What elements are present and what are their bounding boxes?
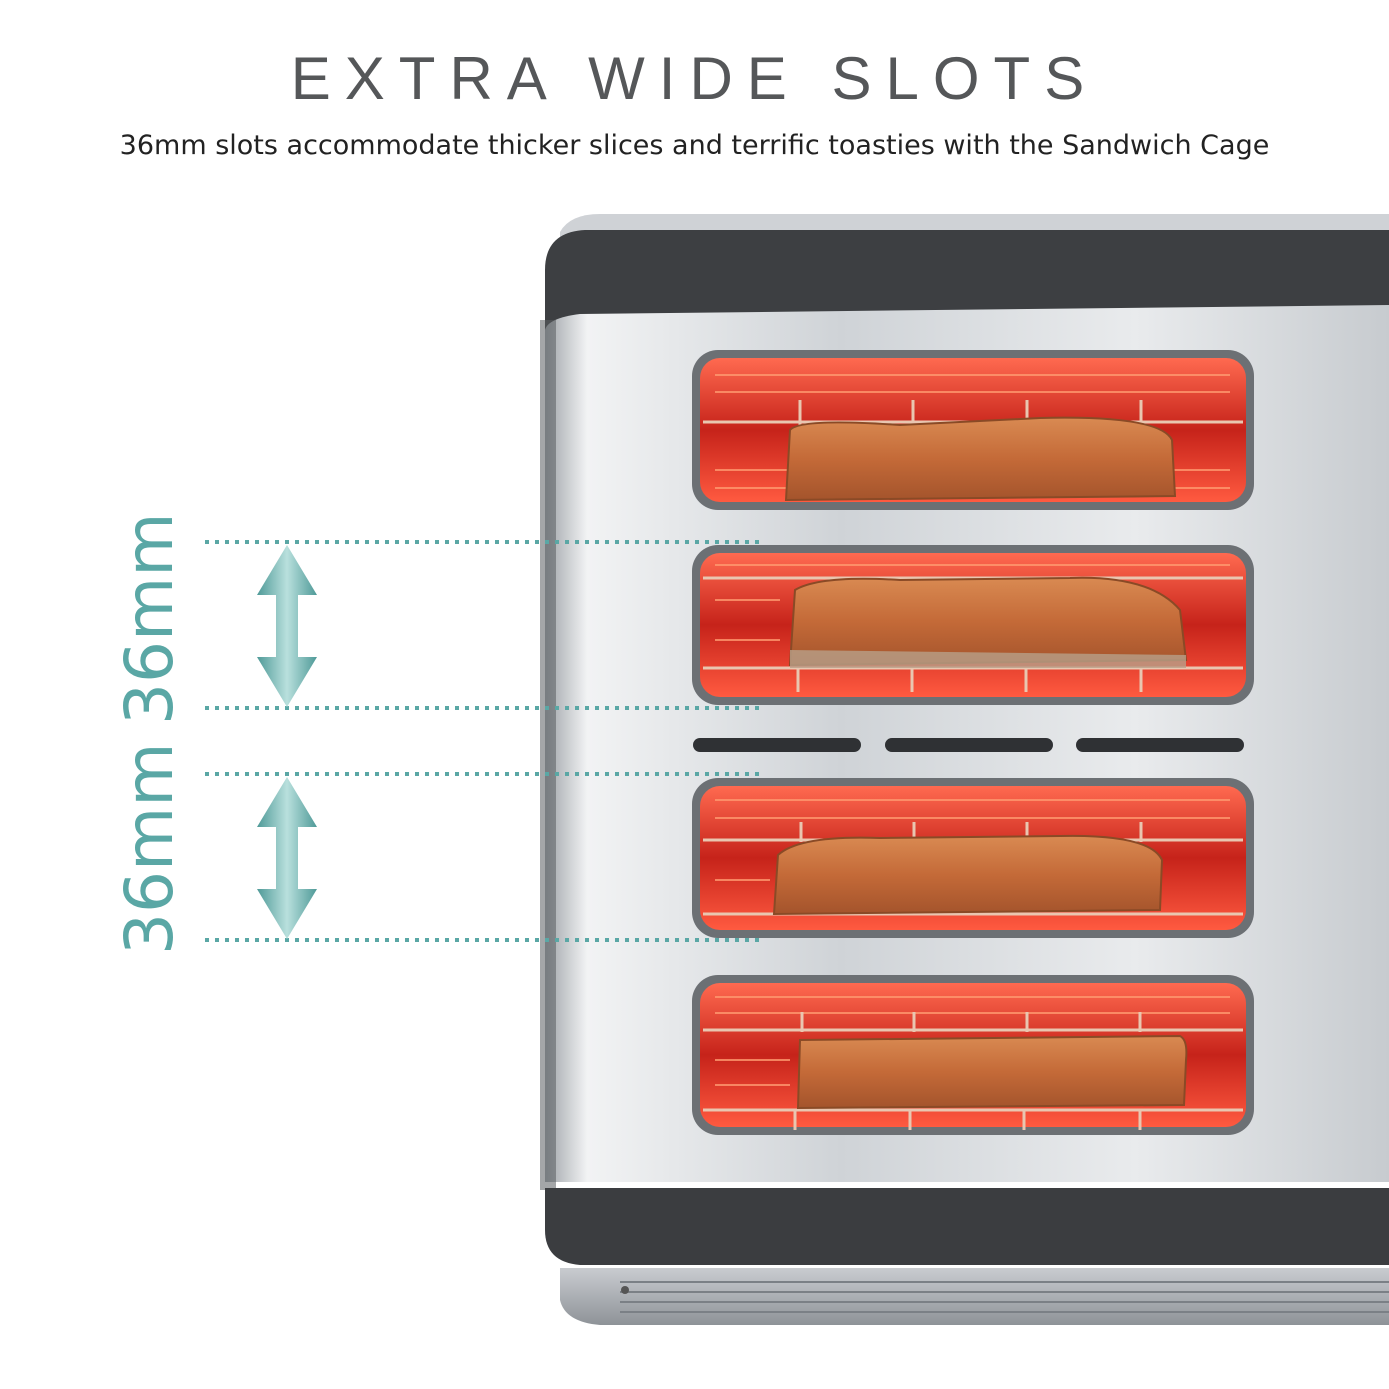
page-title: EXTRA WIDE SLOTS <box>290 45 1099 112</box>
toaster-slot-1 <box>692 350 1254 510</box>
dimension-guides <box>205 540 765 942</box>
toaster-slot-2 <box>692 545 1254 705</box>
double-arrow-icon <box>257 545 317 707</box>
toaster-vents <box>693 738 1244 752</box>
toaster-bottom-band <box>545 1188 1389 1265</box>
page-subtitle: 36mm slots accommodate thicker slices an… <box>119 130 1270 161</box>
slot-width-label: 36mm <box>111 742 188 955</box>
toaster-slot-4 <box>692 975 1254 1135</box>
double-arrow-icon <box>257 777 317 939</box>
toaster-base <box>560 1268 1389 1325</box>
toaster-top-band <box>545 230 1389 330</box>
toaster-slot-3 <box>692 778 1254 938</box>
slot-width-label: 36mm <box>111 512 188 725</box>
